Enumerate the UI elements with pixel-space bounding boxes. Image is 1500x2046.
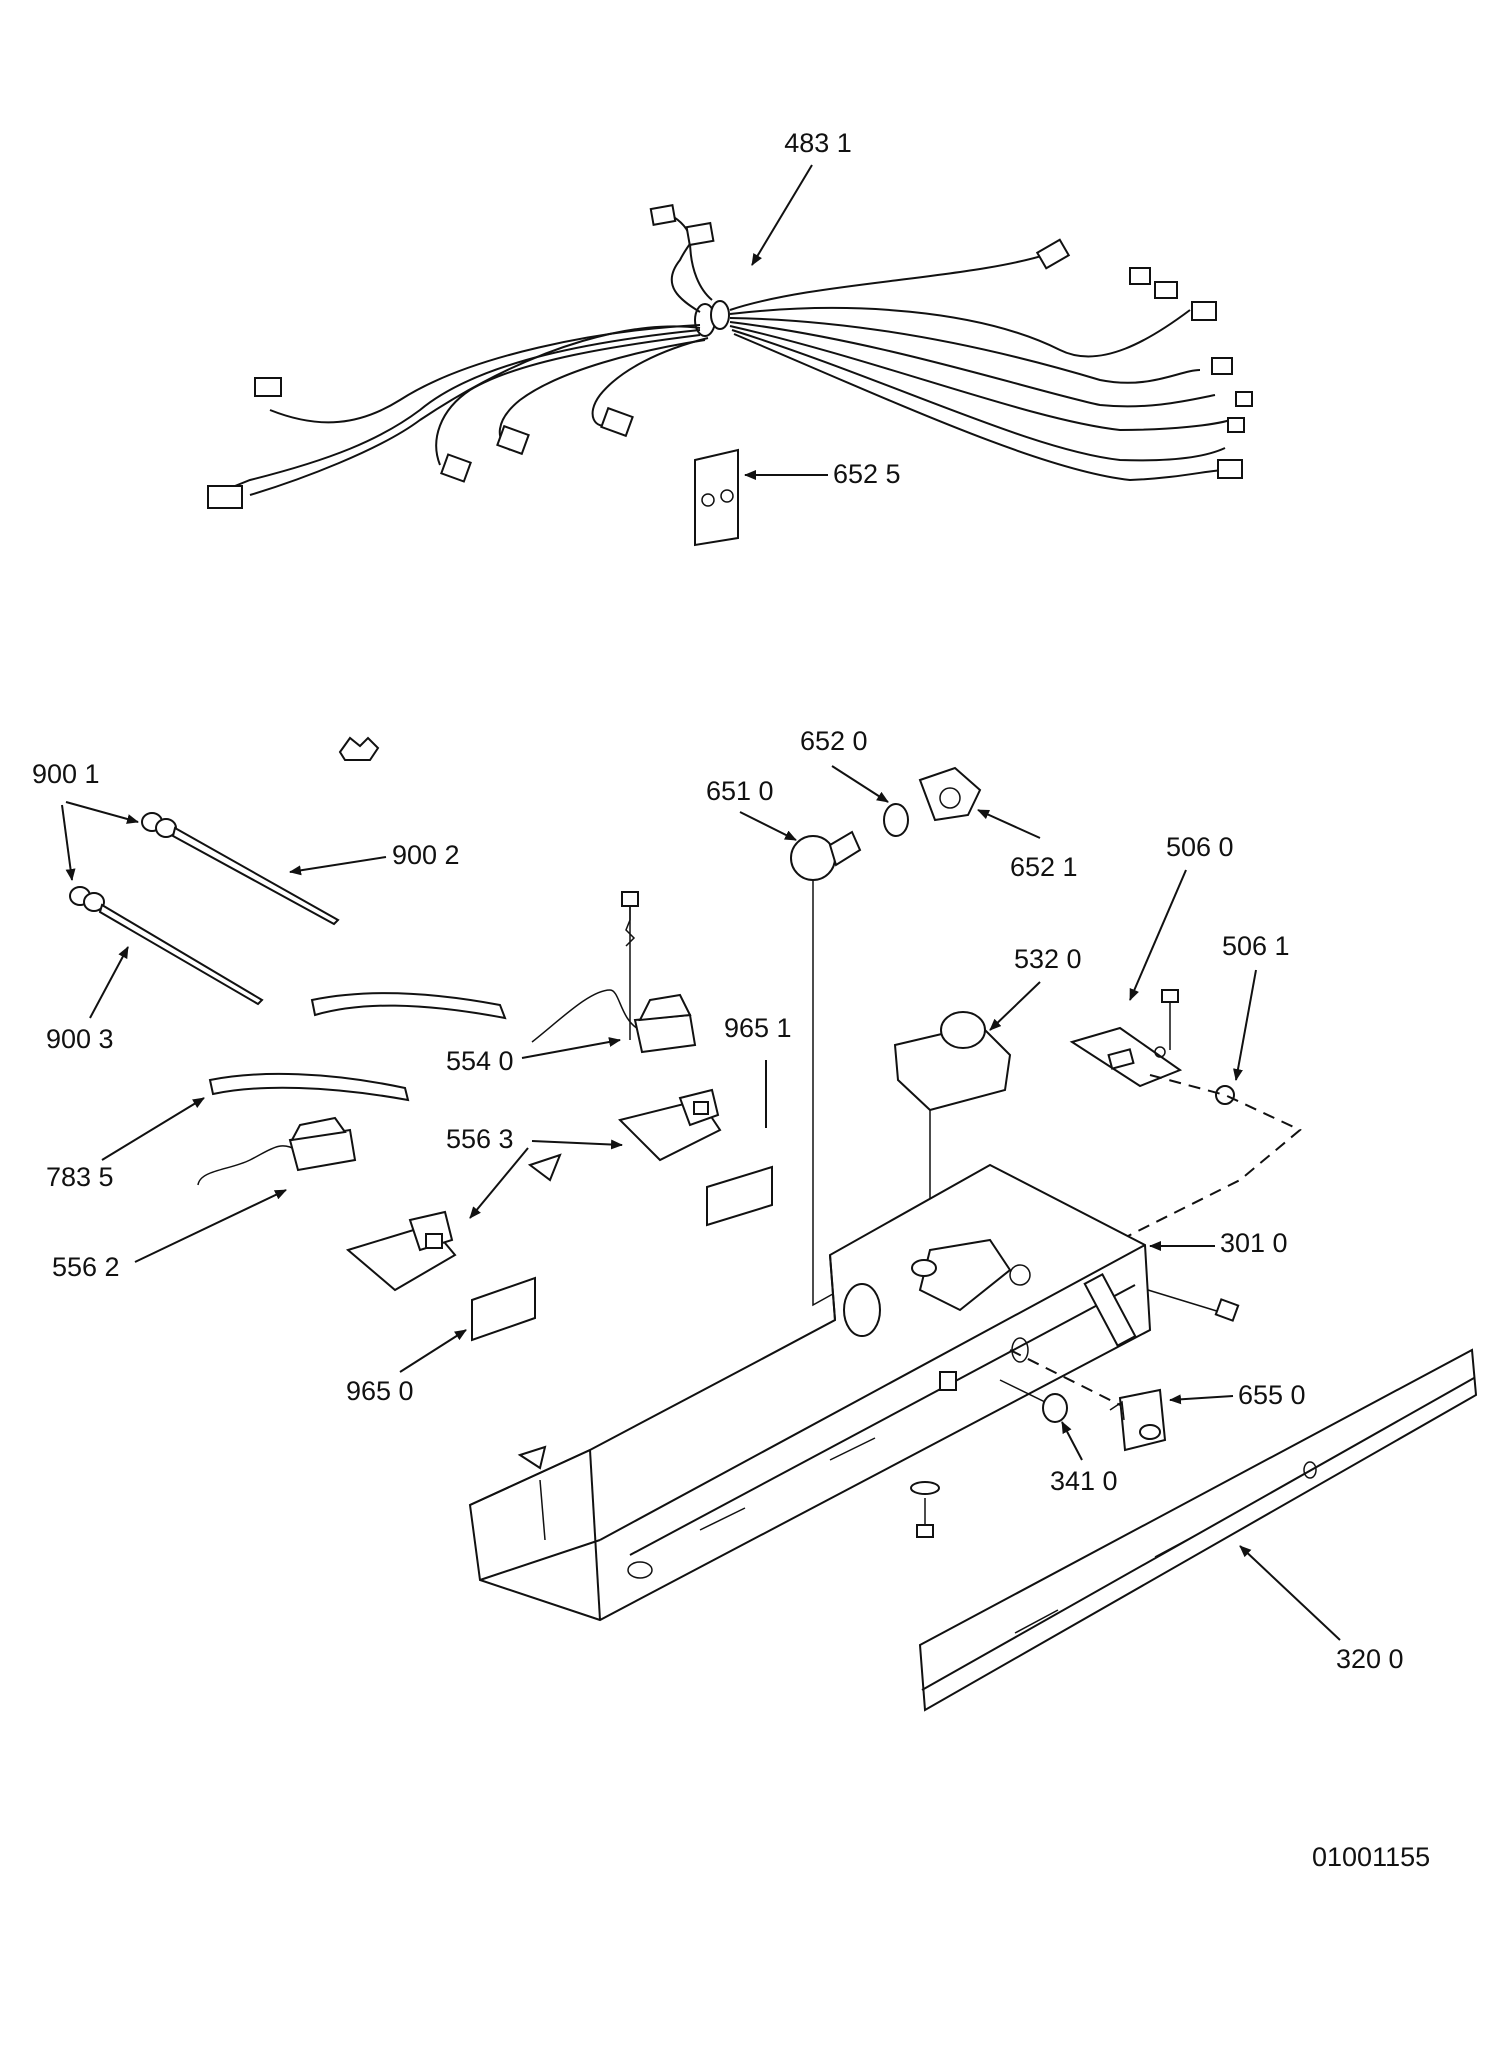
sleeve-tube: [310, 992, 507, 1020]
screw: [1147, 1289, 1240, 1322]
leader-900-1b: [61, 804, 76, 881]
defrost-timer: [893, 1011, 1012, 1250]
label-900-1: 900 1: [32, 759, 100, 789]
connector: [254, 377, 282, 397]
probe-rod: [171, 826, 340, 926]
label-483-1: 483 1: [784, 128, 852, 158]
label-sticker-965-0: [471, 1276, 536, 1342]
switch-556-3b: [345, 1210, 457, 1292]
label-655-0: 655 0: [1238, 1380, 1306, 1410]
drawing-number: 01001155: [1312, 1842, 1430, 1872]
leader-341-0: [1061, 1421, 1083, 1461]
leader-556-3a: [531, 1139, 623, 1150]
connector: [685, 221, 715, 247]
push-button: [999, 1379, 1068, 1423]
label-651-0: 651 0: [706, 776, 774, 806]
label-652-5: 652 5: [833, 459, 901, 489]
leader-783-5: [101, 1097, 205, 1161]
label-506-1: 506 1: [1222, 931, 1290, 961]
label-556-2: 556 2: [52, 1252, 120, 1282]
assembly-line: [1109, 1074, 1302, 1246]
leader-652-0: [831, 765, 889, 803]
assembly-line-655: [1009, 1349, 1121, 1406]
connector: [207, 485, 243, 509]
leader-652-1: [977, 809, 1041, 839]
leader-506-0: [1129, 869, 1187, 1001]
leader-965-0: [399, 1329, 467, 1373]
connector: [1235, 391, 1253, 407]
leader-483-1: [751, 164, 813, 266]
control-panel-strip: [918, 1348, 1478, 1712]
leader-556-3b: [469, 1147, 529, 1219]
control-board: [1069, 989, 1183, 1088]
leader-320-0: [1239, 1545, 1341, 1641]
switch-556-3a: [618, 1088, 722, 1162]
label-506-0: 506 0: [1166, 832, 1234, 862]
leader-900-3: [89, 946, 129, 1019]
label-320-0: 320 0: [1336, 1644, 1404, 1674]
connector: [1217, 459, 1243, 479]
connector: [1211, 357, 1233, 375]
thermistor-clip: [1215, 1085, 1235, 1105]
connector: [1154, 281, 1178, 299]
sleeve-tube: [208, 1072, 410, 1102]
connector: [440, 453, 472, 483]
leader-655-0: [1169, 1394, 1234, 1405]
control-housing: [468, 1153, 1152, 1622]
label-965-0: 965 0: [346, 1376, 414, 1406]
label-532-0: 532 0: [1014, 944, 1082, 974]
lamp-socket: [918, 766, 982, 822]
connector: [496, 424, 530, 456]
leader-556-2: [134, 1189, 287, 1263]
leader-554-0: [521, 1037, 621, 1059]
wire-harness: [207, 204, 1253, 509]
label-783-5: 783 5: [46, 1162, 114, 1192]
door-switch: [1109, 1388, 1167, 1452]
connector: [1035, 238, 1071, 270]
switch-556-2: [197, 1116, 357, 1186]
nut: [141, 812, 177, 838]
connector: [1129, 267, 1151, 285]
lamp-wire: [812, 880, 841, 1307]
leader-506-1: [1233, 969, 1257, 1081]
connector: [649, 204, 677, 226]
leader-900-1a: [65, 801, 139, 824]
socket-ring: [883, 803, 909, 837]
leader-651-0: [739, 811, 797, 841]
connector: [600, 406, 634, 438]
label-900-2: 900 2: [392, 840, 460, 870]
label-965-1: 965 1: [724, 1013, 792, 1043]
leader-900-2: [289, 856, 387, 876]
insulator-plate: [694, 448, 739, 547]
label-556-3: 556 3: [446, 1124, 514, 1154]
connector: [1227, 417, 1245, 433]
lamp-bulb: [790, 830, 862, 881]
label-301-0: 301 0: [1220, 1228, 1288, 1258]
label-sticker-965-1: [706, 1165, 773, 1227]
probe-rod: [98, 903, 264, 1006]
label-341-0: 341 0: [1050, 1466, 1118, 1496]
label-652-0: 652 0: [800, 726, 868, 756]
screw: [910, 1481, 940, 1538]
switch-554: [531, 891, 697, 1054]
label-652-1: 652 1: [1010, 852, 1078, 882]
label-554-0: 554 0: [446, 1046, 514, 1076]
label-900-3: 900 3: [46, 1024, 114, 1054]
nut: [69, 886, 105, 912]
small-clip: [338, 736, 380, 761]
leader-532-0: [989, 981, 1041, 1031]
connector: [1191, 301, 1217, 321]
